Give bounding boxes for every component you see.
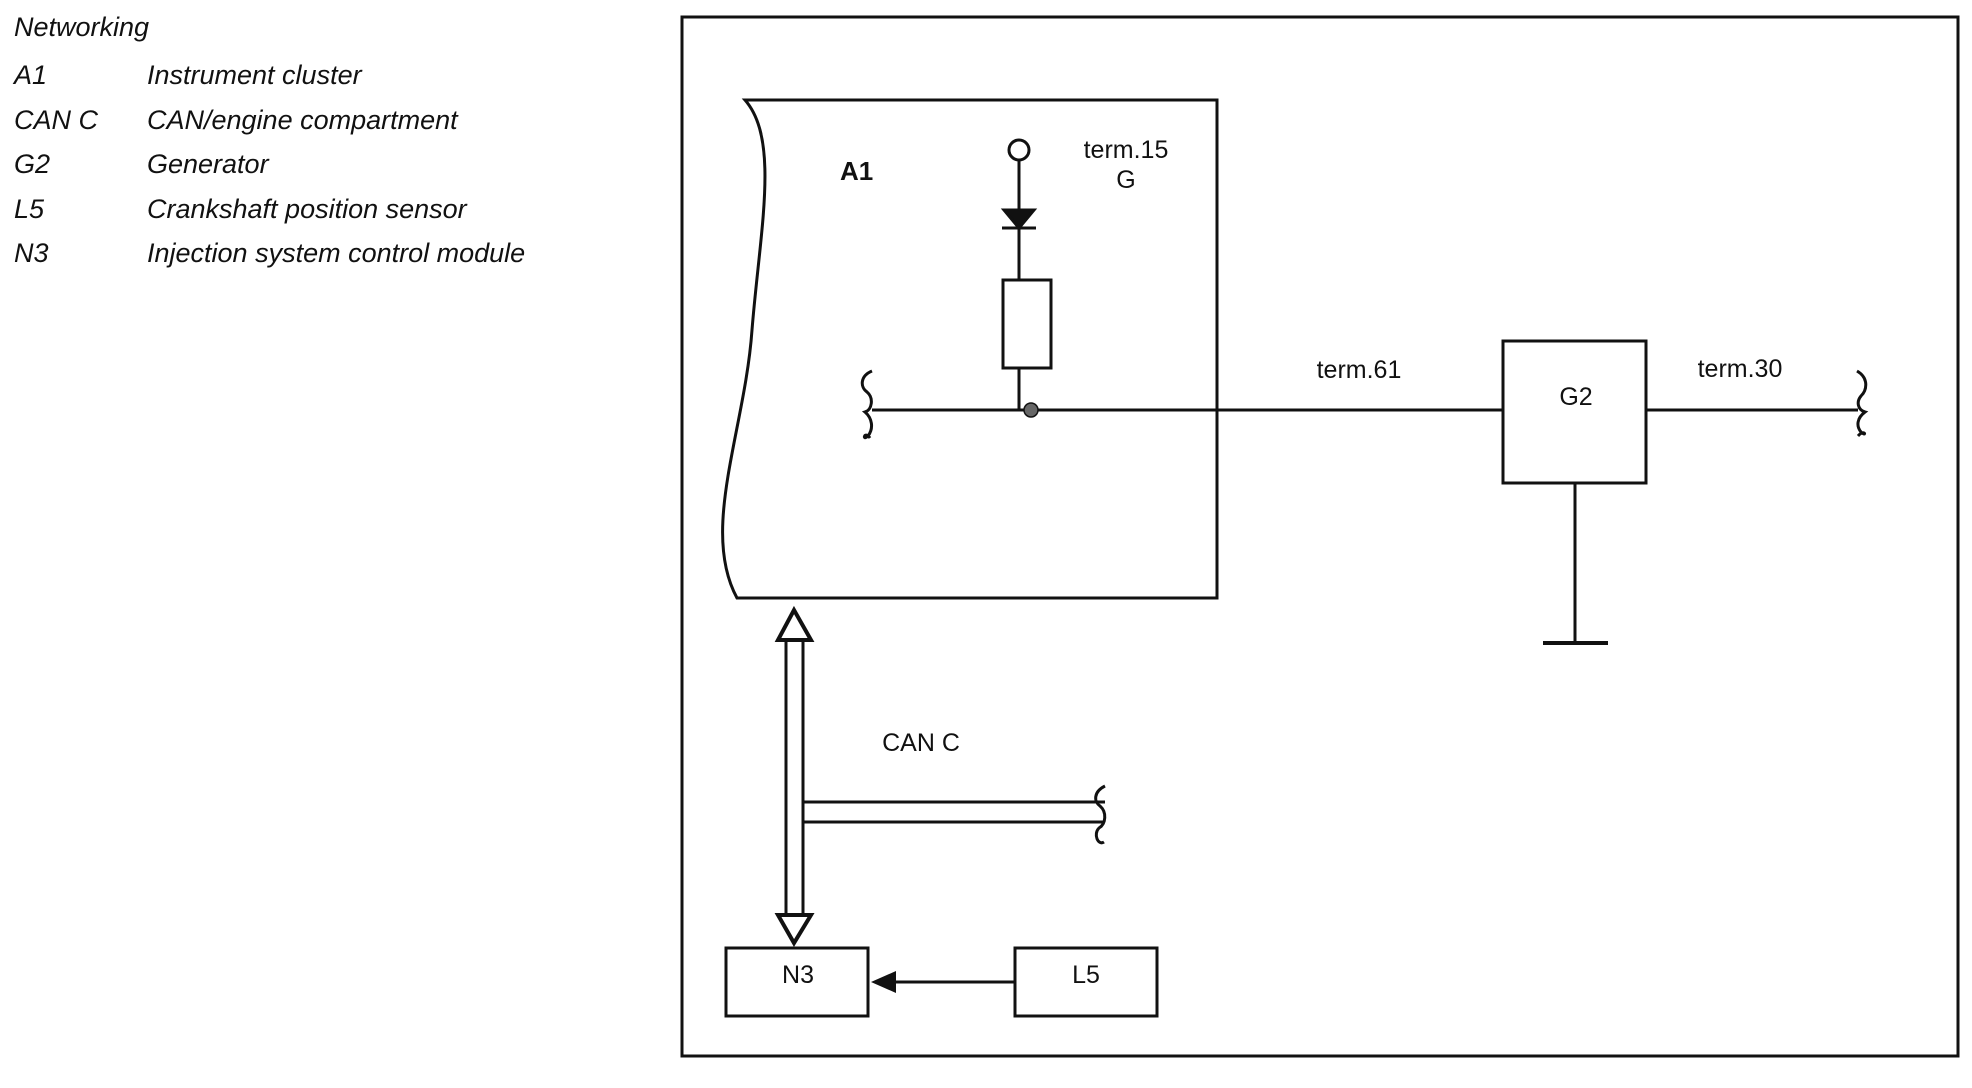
g2-block bbox=[1501, 339, 1648, 485]
legend-code: A1 bbox=[14, 60, 48, 90]
legend-item: N3 Injection system control module bbox=[14, 236, 525, 270]
legend-title: Networking bbox=[14, 12, 150, 42]
a1-label: A1 bbox=[840, 156, 873, 186]
l5-label: L5 bbox=[1072, 961, 1100, 989]
break-symbol-right bbox=[1856, 369, 1869, 438]
legend-desc: CAN/engine compartment bbox=[147, 104, 458, 135]
legend-desc: Generator bbox=[147, 149, 269, 179]
legend-item: CAN C CAN/engine compartment bbox=[14, 103, 525, 137]
term15-sublabel: G bbox=[1116, 166, 1135, 194]
legend: Networking A1 Instrument cluster CAN C C… bbox=[14, 10, 525, 281]
break-symbol-left bbox=[860, 369, 874, 440]
break-symbol-can bbox=[1094, 784, 1107, 845]
a1-block bbox=[721, 98, 1219, 600]
legend-item: G2 Generator bbox=[14, 147, 525, 181]
legend-code: L5 bbox=[14, 193, 45, 224]
term15-terminal bbox=[1007, 138, 1031, 162]
legend-desc: Crankshaft position sensor bbox=[147, 193, 467, 224]
g2-label: G2 bbox=[1559, 383, 1592, 411]
can-c-label: CAN C bbox=[882, 729, 960, 757]
legend-desc: Injection system control module bbox=[147, 238, 526, 268]
n3-block bbox=[724, 946, 870, 1018]
term30-label: term.30 bbox=[1698, 355, 1783, 383]
term61-label: term.61 bbox=[1317, 356, 1402, 384]
can-arrow-down-icon bbox=[774, 913, 815, 947]
arrow-left-icon bbox=[871, 971, 896, 993]
legend-item: L5 Crankshaft position sensor bbox=[14, 192, 525, 226]
legend-code: N3 bbox=[14, 238, 49, 268]
legend-code: CAN C bbox=[14, 104, 99, 135]
can-arrow-up-icon bbox=[774, 605, 815, 642]
n3-label: N3 bbox=[782, 961, 814, 989]
legend-desc: Instrument cluster bbox=[147, 60, 362, 90]
resistor-icon bbox=[1001, 278, 1053, 370]
junction-dot bbox=[1023, 402, 1039, 418]
diagram-frame bbox=[680, 15, 1960, 1058]
diode-icon bbox=[1000, 208, 1038, 231]
term15-label: term.15 bbox=[1084, 136, 1169, 164]
legend-code: G2 bbox=[14, 149, 51, 179]
legend-item: A1 Instrument cluster bbox=[14, 58, 525, 92]
